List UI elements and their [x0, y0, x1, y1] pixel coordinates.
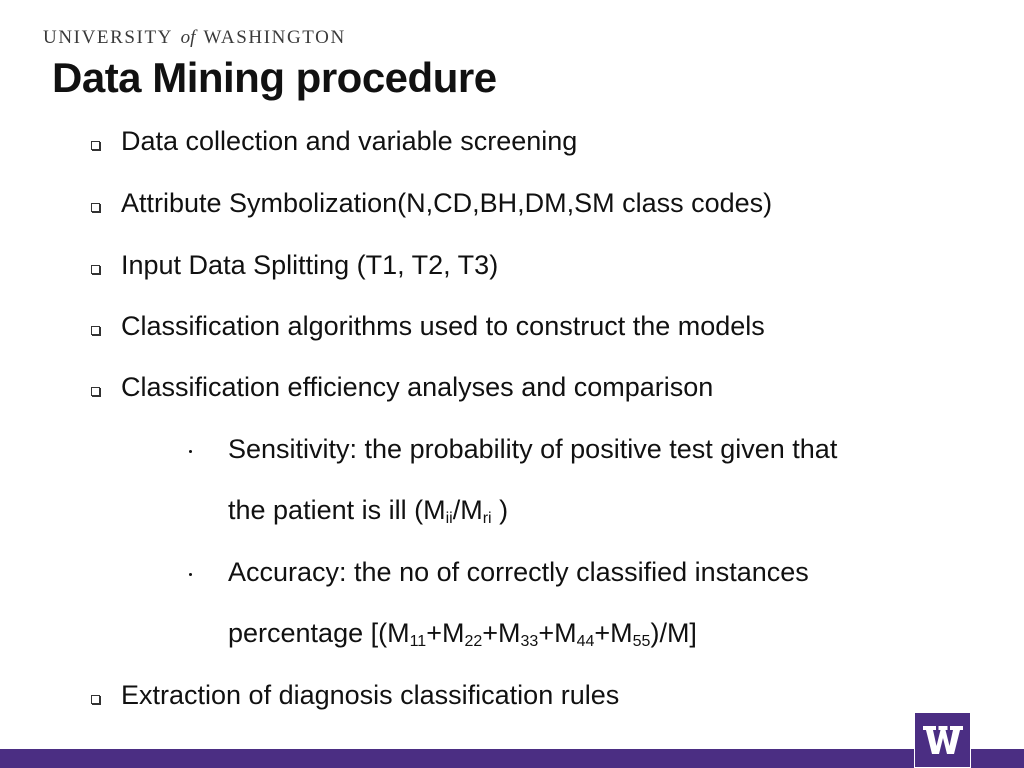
uw-w-logo-icon: [914, 712, 971, 768]
footer-bar: [0, 749, 1024, 768]
bullet-text: Data collection and variable screening: [121, 126, 578, 156]
bullet-text: Input Data Splitting (T1, T2, T3): [121, 250, 499, 280]
bullet-item: Classification algorithms used to constr…: [91, 311, 765, 341]
university-wordmark: UNIVERSITY of WASHINGTON: [43, 27, 346, 49]
square-bullet-icon: [91, 326, 100, 335]
square-bullet-icon: [91, 265, 100, 274]
bullet-text: Classification efficiency analyses and c…: [121, 372, 714, 402]
dot-bullet-icon: [189, 450, 192, 453]
bullet-text: Extraction of diagnosis classification r…: [121, 680, 620, 710]
sub-bullet-text: Accuracy: the no of correctly classified…: [228, 557, 809, 587]
square-bullet-icon: [91, 141, 100, 150]
slide-title: Data Mining procedure: [52, 54, 497, 101]
sub-bullet-accuracy-formula: percentage [(M11+M22+M33+M44+M55)/M]: [228, 618, 697, 650]
sub-bullet-sensitivity-continued: the patient is ill (Mii/Mri ): [228, 495, 509, 527]
square-bullet-icon: [91, 203, 100, 212]
w-glyph-icon: [922, 726, 963, 754]
square-bullet-icon: [91, 695, 100, 704]
wordmark-university: UNIVERSITY: [43, 27, 173, 48]
bullet-item: Attribute Symbolization(N,CD,BH,DM,SM cl…: [91, 188, 773, 218]
sub-bullet-accuracy: Accuracy: the no of correctly classified…: [189, 557, 809, 587]
wordmark-of: of: [180, 27, 196, 48]
bullet-text: Classification algorithms used to constr…: [121, 311, 765, 341]
bullet-item: Input Data Splitting (T1, T2, T3): [91, 250, 499, 280]
bullet-item: Classification efficiency analyses and c…: [91, 372, 714, 402]
sub-bullet-sensitivity: Sensitivity: the probability of positive…: [189, 434, 838, 464]
sub-bullet-text: Sensitivity: the probability of positive…: [228, 434, 838, 464]
dot-bullet-icon: [189, 573, 192, 576]
wordmark-washington: WASHINGTON: [203, 27, 346, 48]
bullet-item: Data collection and variable screening: [91, 126, 578, 156]
bullet-item: Extraction of diagnosis classification r…: [91, 680, 620, 710]
bullet-text: Attribute Symbolization(N,CD,BH,DM,SM cl…: [121, 188, 773, 218]
square-bullet-icon: [91, 387, 100, 396]
